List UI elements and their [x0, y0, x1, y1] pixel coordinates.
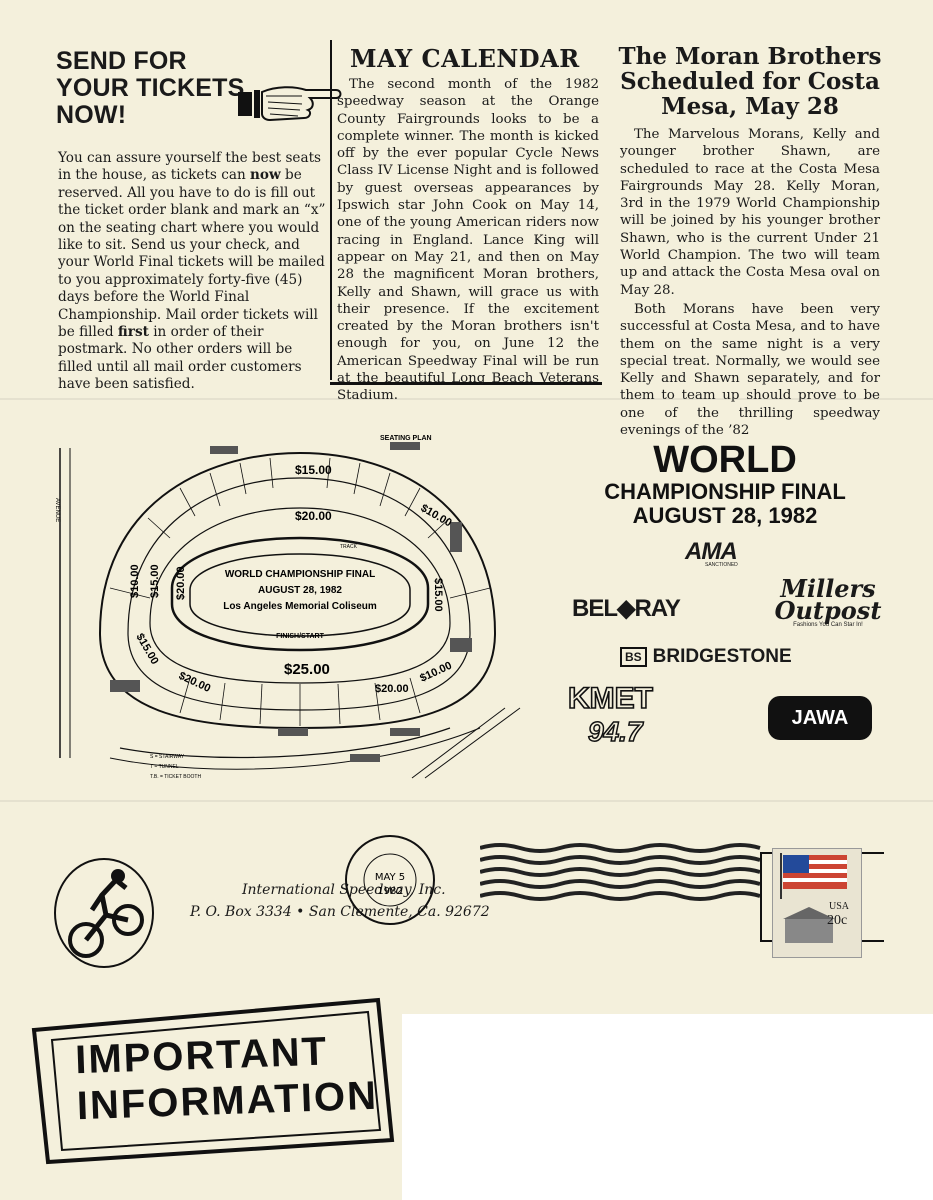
column-rule-bottom: [330, 382, 602, 385]
rider-icon: [68, 869, 144, 958]
price-label: $20.00: [177, 670, 213, 695]
millers-outpost-logo: Millers Outpost Fashions You Can Star In…: [773, 574, 883, 629]
may-calendar-title: MAY CALENDAR: [350, 44, 580, 73]
fold-line: [0, 800, 933, 802]
seating-plan-diagram: AVENUE SEATING PLAN $15: [54, 435, 521, 780]
banner-frame: [31, 997, 395, 1165]
courthouse-icon: [783, 907, 835, 943]
price-label: $20.00: [375, 683, 409, 695]
stamp-value: 20c: [827, 913, 848, 928]
bs-mark: BS: [620, 647, 647, 667]
moran-article-body: The Marvelous Morans, Kelly and younger …: [620, 126, 880, 441]
stamp-country: USA: [829, 901, 850, 912]
price-label: $15.00: [133, 632, 160, 667]
postmark-icon: MAY 5 1982: [345, 835, 435, 925]
return-address-company: International Speedway, Inc.: [242, 882, 446, 898]
belray-logo: BEL◆RAY: [572, 595, 681, 622]
seating-plan-label: SEATING PLAN: [380, 435, 432, 442]
pointing-hand-icon: [238, 86, 342, 122]
finish-start-label: FINISH/START: [276, 633, 324, 640]
price-label: $25.00: [284, 661, 330, 678]
emphasis-first: first: [117, 324, 149, 341]
legend-tunnel: T = TUNNEL: [150, 764, 179, 770]
important-text: IMPORTANT INFORMATION: [74, 1027, 379, 1129]
price-label: $10.00: [419, 502, 454, 529]
column-rule: [330, 40, 332, 380]
send-tickets-body: You can assure yourself the best seats i…: [58, 150, 328, 394]
championship-title: CHAMPIONSHIP FINAL: [604, 479, 846, 504]
price-label: $15.00: [295, 463, 332, 477]
important-information-banner: IMPORTANT INFORMATION: [28, 990, 398, 1165]
price-label: $15.00: [149, 564, 161, 598]
body-text: You can assure yourself the best seats i…: [58, 150, 322, 184]
body-text: be reserved. All you have to do is fill …: [58, 167, 326, 341]
track-label: TRACK: [340, 544, 358, 550]
cancellation-lines-icon: [480, 843, 761, 901]
millers-name: Millers Outpost: [774, 574, 882, 625]
body-text: in order of their postmark. No other ord…: [58, 324, 302, 393]
price-label: $10.00: [129, 564, 141, 598]
moran-paragraph-1: The Marvelous Morans, Kelly and younger …: [620, 127, 880, 298]
price-label: $15.00: [432, 578, 444, 612]
send-tickets-title: SEND FOR YOUR TICKETS NOW!: [56, 47, 245, 129]
postage-stamp: USA 20c: [772, 848, 862, 959]
plan-center-venue: Los Angeles Memorial Coliseum: [223, 601, 377, 612]
kmet-logo: KMET: [567, 682, 654, 715]
fold-line: [0, 398, 933, 400]
send-tickets-header: SEND FOR YOUR TICKETS NOW!: [56, 47, 342, 129]
speedway-rider-logo: [54, 858, 154, 968]
may-calendar-body: The second month of the 1982 speedway se…: [337, 77, 599, 404]
world-title: WORLD: [653, 439, 797, 481]
jawa-logo: JAWA: [768, 696, 872, 740]
ama-logo: AMA: [685, 538, 738, 565]
price-label: $20.00: [295, 509, 332, 523]
plan-center-title: WORLD CHAMPIONSHIP FINAL: [225, 569, 375, 580]
moran-article-title: The Moran Brothers Scheduled for Costa M…: [618, 43, 882, 120]
avenue-label: AVENUE: [54, 498, 60, 522]
bridgestone-name: BRIDGESTONE: [652, 646, 792, 667]
blank-patch: [402, 1014, 933, 1200]
legend-ticket-booth: T.B. = TICKET BOOTH: [150, 774, 201, 780]
world-final-header: WORLD CHAMPIONSHIP FINAL AUGUST 28, 1982: [560, 440, 890, 528]
kmet-frequency: 94.7: [587, 715, 643, 748]
flag-icon: [780, 853, 847, 959]
ama-sanctioned: SANCTIONED: [705, 562, 738, 568]
legend-stairway: S = STAIRWAY: [150, 754, 185, 760]
postmark-year: 1982: [377, 886, 402, 897]
emphasis-now: now: [250, 167, 281, 184]
postmark-date: MAY 5: [375, 872, 405, 883]
moran-paragraph-2: Both Morans have been very successful at…: [620, 301, 880, 439]
millers-slogan: Fashions You Can Star In!: [793, 622, 863, 628]
bridgestone-logo: BS BRIDGESTONE: [620, 646, 792, 668]
event-date: AUGUST 28, 1982: [632, 503, 818, 528]
plan-center-date: AUGUST 28, 1982: [258, 585, 342, 596]
price-label: $20.00: [175, 566, 187, 600]
